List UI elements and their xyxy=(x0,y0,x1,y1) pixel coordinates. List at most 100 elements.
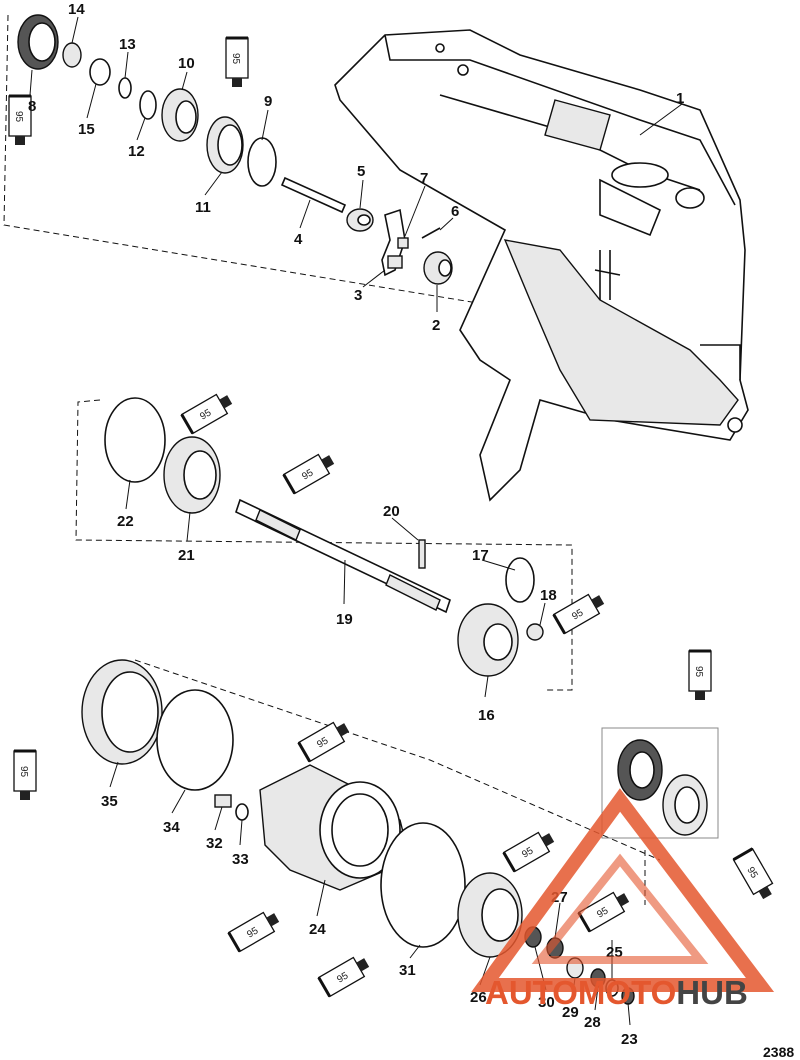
watermark: AUTOMOTOHUB xyxy=(471,788,775,1011)
watermark-hub: HUB xyxy=(676,974,748,1011)
part-5-bushing xyxy=(346,208,374,232)
svg-text:AUTOMOTOHUB: AUTOMOTOHUB xyxy=(485,974,748,1011)
part-label-26: 26 xyxy=(470,989,487,1006)
part-31-o-ring xyxy=(380,822,466,948)
part-label-7: 7 xyxy=(420,170,428,187)
part-35-bearing xyxy=(81,659,163,765)
part-label-3: 3 xyxy=(354,287,362,304)
lubricant-code-label: 95 xyxy=(13,111,24,123)
part-numbers: 1 2 3 4 5 6 7 8 9 10 11 12 13 14 15 16 1… xyxy=(28,1,684,1048)
part-6-cotter-pin xyxy=(421,227,441,239)
part-label-9: 9 xyxy=(264,93,272,110)
lubricant-code-label: 95 xyxy=(570,607,586,622)
part-32-fitting xyxy=(214,794,232,808)
part-15-bearing xyxy=(62,42,111,86)
lubricant-code-label: 95 xyxy=(198,407,214,422)
watermark-triangle-logo xyxy=(471,788,775,992)
part-label-31: 31 xyxy=(399,962,416,979)
part-20-pin xyxy=(418,539,426,569)
lubricant-code-label: 95 xyxy=(595,905,611,920)
part-11-cup xyxy=(206,116,244,174)
part-34-tab-washer xyxy=(156,689,234,791)
lubricant-tube-icon: 95 xyxy=(180,393,233,435)
lubricant-tube-icon: 95 xyxy=(225,36,249,87)
part-label-13: 13 xyxy=(119,36,136,53)
upper-group-boundary xyxy=(3,14,491,306)
drawing-code: 2388 xyxy=(763,1044,794,1060)
gear-housing xyxy=(334,29,749,502)
part-18-retainer xyxy=(526,623,544,641)
part-label-4: 4 xyxy=(294,231,303,248)
lubricant-code-label: 95 xyxy=(744,865,759,881)
lubricant-tube-icon: 95 xyxy=(282,453,335,495)
part-12-retaining-ring xyxy=(139,90,157,120)
part-13-washer xyxy=(118,77,132,99)
seal-group-box xyxy=(601,727,719,839)
part-label-28: 28 xyxy=(584,1014,601,1031)
part-label-23: 23 xyxy=(621,1031,638,1048)
part-26-bearing xyxy=(457,872,523,958)
part-label-24: 24 xyxy=(309,921,326,938)
part-19-propeller-shaft xyxy=(235,498,451,614)
lower-group-boundary xyxy=(134,659,661,861)
watermark-moto: MOTO xyxy=(578,974,676,1011)
lubricant-code-label: 95 xyxy=(230,53,241,65)
part-33-washer xyxy=(235,803,249,821)
part-14-seal xyxy=(17,14,59,70)
part-label-22: 22 xyxy=(117,513,134,530)
middle-group-boundary xyxy=(75,399,573,691)
part-label-29: 29 xyxy=(562,1004,579,1021)
part-label-19: 19 xyxy=(336,611,353,628)
lubricant-code-label: 95 xyxy=(245,925,261,940)
part-label-5: 5 xyxy=(357,163,365,180)
part-label-35: 35 xyxy=(101,793,118,810)
part-label-20: 20 xyxy=(383,503,400,520)
part-label-34: 34 xyxy=(163,819,180,836)
part-label-8: 8 xyxy=(28,98,36,115)
part-2-cam xyxy=(423,251,453,285)
part-label-1: 1 xyxy=(676,90,684,107)
part-16-clutch xyxy=(457,603,519,677)
part-label-16: 16 xyxy=(478,707,495,724)
lubricant-code-label: 95 xyxy=(693,666,704,678)
part-17-spring xyxy=(505,557,535,603)
part-label-10: 10 xyxy=(178,55,195,72)
lubricant-code-label: 95 xyxy=(300,467,316,482)
part-label-32: 32 xyxy=(206,835,223,852)
part-label-33: 33 xyxy=(232,851,249,868)
part-24-bearing-carrier xyxy=(259,764,411,891)
part-10-bearing-carrier xyxy=(161,88,199,142)
part-label-14: 14 xyxy=(68,1,85,18)
lubricant-tube-icon: 95 xyxy=(577,891,630,933)
part-label-17: 17 xyxy=(472,547,489,564)
lubricant-code-label: 95 xyxy=(18,766,29,778)
lubricant-tube-icon: 95 xyxy=(317,956,370,998)
part-22-o-ring xyxy=(104,397,166,483)
part-label-2: 2 xyxy=(432,317,440,334)
part-label-6: 6 xyxy=(451,203,459,220)
part-9-o-ring xyxy=(247,137,277,187)
part-label-11: 11 xyxy=(195,199,211,216)
lubricant-tube-icon: 95 xyxy=(552,593,605,635)
part-3-shift-crank xyxy=(381,208,406,277)
lubricant-code-label: 95 xyxy=(520,845,536,860)
part-4-shift-shaft xyxy=(280,176,347,214)
watermark-auto: AUTO xyxy=(485,974,578,1011)
part-7-pin xyxy=(397,237,409,249)
lubricant-tube-icon: 95 xyxy=(227,911,280,953)
part-21-bearing xyxy=(163,436,221,514)
part-label-21: 21 xyxy=(178,547,195,564)
lubricant-tube-icon: 95 xyxy=(688,649,712,700)
part-label-12: 12 xyxy=(128,143,145,160)
seal-pair xyxy=(617,739,708,836)
part-label-30: 30 xyxy=(538,994,555,1011)
lubricant-tube-icon: 95 xyxy=(297,721,350,763)
part-label-18: 18 xyxy=(540,587,557,604)
lubricant-tube-icon: 95 xyxy=(502,831,555,873)
lubricant-code-label: 95 xyxy=(315,735,331,750)
lubricant-tube-icon: 95 xyxy=(8,94,32,145)
lubricant-tube-icon: 95 xyxy=(13,749,37,800)
lubricant-code-label: 95 xyxy=(335,970,351,985)
